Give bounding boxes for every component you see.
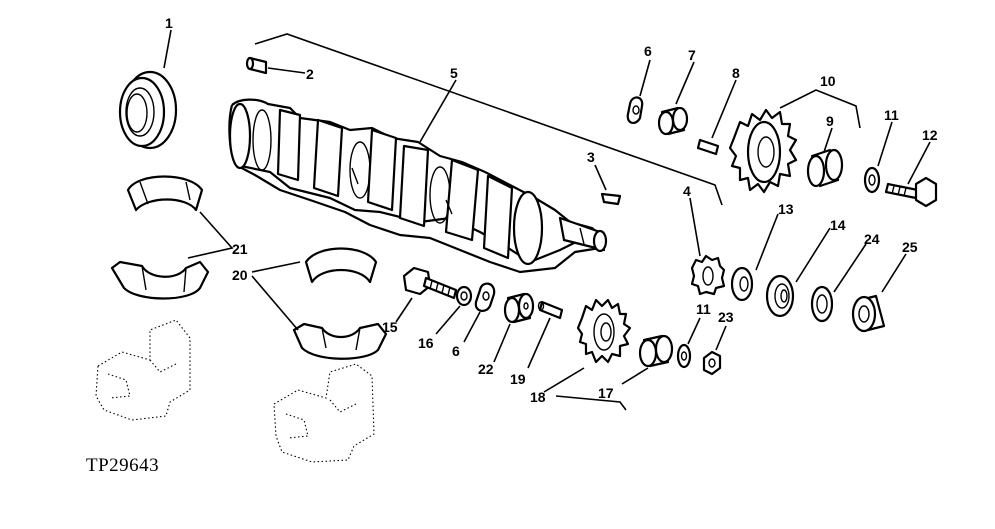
leader-4 [689, 197, 701, 257]
callout-6a: 6 [644, 43, 652, 59]
leader-15 [395, 297, 413, 323]
lock-plate-lower [474, 282, 496, 312]
leader-17 [621, 367, 649, 385]
callout-3: 3 [587, 149, 595, 165]
callout-11a: 11 [884, 107, 899, 123]
callout-2: 2 [306, 66, 314, 82]
crankshaft [228, 98, 608, 274]
spacer-sleeve-17 [638, 334, 674, 368]
callout-11b: 11 [696, 301, 711, 317]
bearing-14 [765, 274, 795, 318]
cap-screw [402, 266, 458, 300]
callout-12: 12 [922, 127, 938, 143]
leader-9 [823, 127, 833, 153]
leader-10 [779, 89, 861, 129]
main-bearing-upper [304, 247, 378, 284]
small-gear-4 [690, 254, 726, 296]
callout-8: 8 [732, 65, 740, 81]
washer-11-upper [863, 166, 881, 194]
leader-11a [877, 121, 893, 167]
idler-gear-10 [728, 108, 798, 194]
leader-6a [639, 59, 651, 97]
callout-15: 15 [382, 319, 398, 335]
callout-9: 9 [826, 113, 834, 129]
lock-plate-upper [626, 96, 644, 124]
thrust-bearing-upper [126, 175, 204, 212]
bushing-9 [806, 148, 844, 188]
washer-11-lower [676, 343, 692, 369]
leader-20a [251, 261, 301, 273]
figure-id: TP29643 [86, 455, 160, 476]
callout-6b: 6 [452, 343, 460, 359]
callout-14: 14 [830, 217, 846, 233]
callout-23: 23 [718, 309, 734, 325]
callout-1: 1 [165, 15, 173, 31]
crankshaft-gear [576, 298, 632, 364]
nut-23 [702, 350, 722, 376]
bearing-cap-phantom-right [273, 363, 375, 463]
callout-4: 4 [683, 183, 691, 199]
leader-21 [187, 211, 234, 259]
bushing-13 [730, 266, 754, 302]
washer-16 [455, 285, 473, 307]
dowel-pin [245, 56, 268, 75]
callout-5: 5 [450, 65, 458, 81]
thrust-bearing-lower [110, 260, 210, 300]
leader-16 [435, 305, 461, 335]
callout-20: 20 [232, 267, 248, 283]
leader-13 [755, 213, 779, 271]
main-bearing-lower [292, 322, 388, 360]
callout-22: 22 [478, 361, 494, 377]
leader-11b [687, 317, 701, 345]
spacer-22 [503, 292, 535, 324]
spacer-7 [657, 106, 689, 136]
callout-19: 19 [510, 371, 526, 387]
leader-18 [543, 367, 627, 411]
callout-17: 17 [598, 385, 614, 401]
rear-oil-seal [118, 70, 178, 150]
callout-16: 16 [418, 335, 434, 351]
leader-1 [163, 29, 172, 69]
woodruff-key [600, 192, 622, 206]
callout-7: 7 [688, 47, 696, 63]
leader-5 [419, 79, 457, 143]
leader-8 [711, 79, 737, 139]
callout-13: 13 [778, 201, 794, 217]
leader-6b [463, 311, 481, 343]
callout-25: 25 [902, 239, 918, 255]
leader-23 [715, 325, 727, 351]
pin-19 [537, 300, 564, 320]
leader-25 [881, 253, 907, 293]
leader-3 [594, 164, 607, 191]
callout-10: 10 [820, 73, 836, 89]
leader-2 [267, 67, 306, 74]
leader-24 [833, 243, 867, 293]
ring-25 [851, 294, 886, 333]
callout-24: 24 [864, 231, 880, 247]
leader-20b [251, 275, 299, 331]
leader-22 [493, 323, 511, 363]
bolt-12 [884, 176, 938, 208]
leader-14 [795, 227, 831, 283]
leader-19 [527, 317, 551, 369]
washer-24 [810, 285, 834, 323]
callout-18: 18 [530, 389, 546, 405]
callout-21: 21 [232, 241, 248, 257]
crankshaft-bracket-line [254, 33, 723, 206]
leader-12 [907, 141, 931, 185]
leader-7 [675, 61, 695, 105]
bearing-cap-phantom-left [95, 319, 191, 421]
pin-8 [696, 138, 720, 156]
